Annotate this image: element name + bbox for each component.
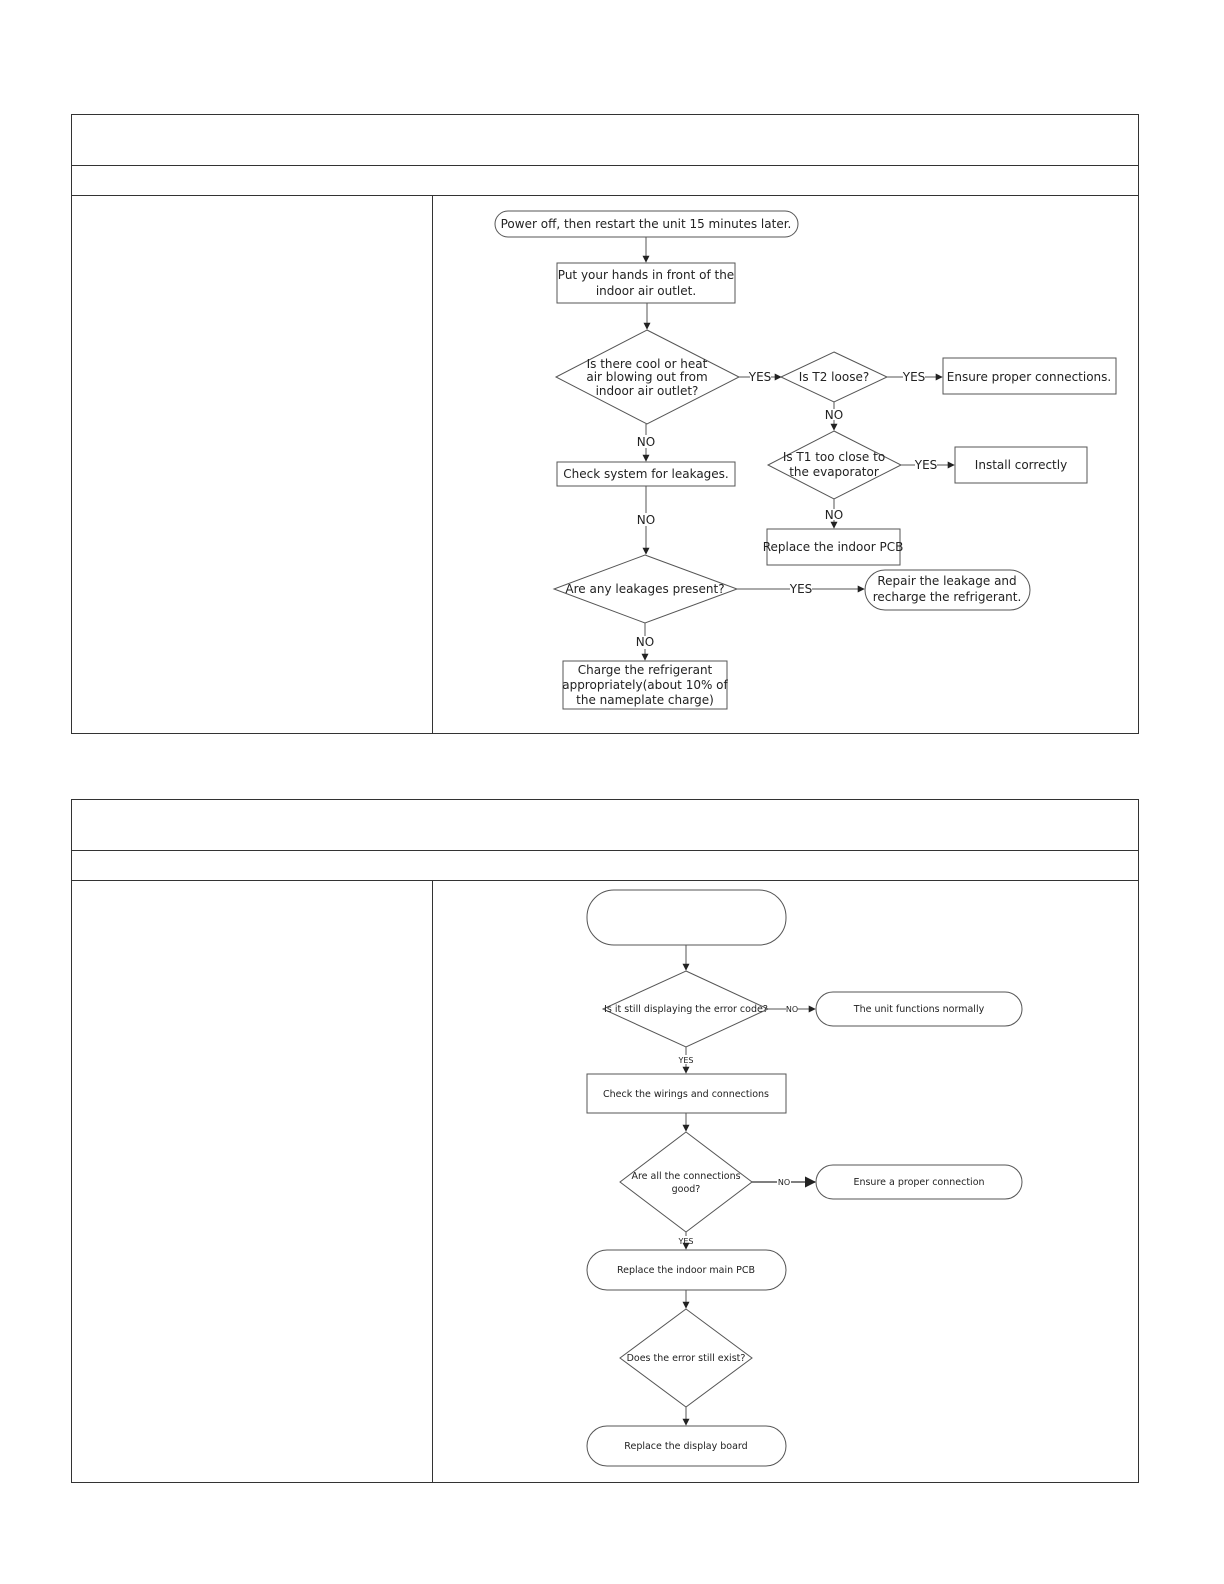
flow1-check-leak-text: Check system for leakages. [563, 467, 728, 481]
flow2-replace-display-text: Replace the display board [624, 1441, 747, 1452]
flow2-start-terminal [586, 889, 787, 946]
panel-2-left-column [72, 880, 433, 1482]
flow1-charge-box [562, 660, 728, 710]
panel-2-title-row [72, 800, 1138, 851]
flow2-check-wiring-text: Check the wirings and connections [603, 1089, 769, 1100]
flow1-hands-text-1: Put your hands in front of the [558, 268, 734, 282]
flow1-ensure-text: Ensure proper connections. [947, 370, 1111, 384]
flow1-install-text: Install correctly [975, 458, 1067, 472]
flow2-exist-text: Does the error still exist? [627, 1353, 746, 1364]
flow2-conn-decision [619, 1131, 753, 1233]
flow1-repair-text-1: Repair the leakage and [877, 574, 1016, 588]
flow1-yes-label-2: YES [902, 370, 926, 384]
flow1-charge-text-3: the nameplate charge) [576, 693, 714, 707]
flow2-normal-terminal [815, 991, 1023, 1027]
flow2-labels: Is it still displaying the error code? N… [603, 1004, 985, 1452]
flow1-replace-pcb-text: Replace the indoor PCB [763, 540, 904, 554]
flow1-air-text-1: Is there cool or heat [587, 357, 708, 371]
panel-2-subtitle-row [72, 850, 1138, 881]
flow1-t1-text-2: the evaporator [789, 465, 879, 479]
flow1-charge-text-2: appropriately(about 10% of [562, 678, 728, 692]
flow1-hands-text-2: indoor air outlet. [596, 284, 696, 298]
flow1-ensure-box [942, 357, 1117, 395]
flow2-yes-label-1: YES [677, 1056, 693, 1065]
flow1-air-text-3: indoor air outlet? [596, 384, 699, 398]
flow2-display-text: Is it still displaying the error code? [604, 1004, 768, 1015]
flow1-t2-text: Is T2 loose? [799, 370, 869, 384]
flow1-hands-box [556, 262, 736, 304]
flow1-leak-text: Are any leakages present? [565, 582, 724, 596]
flow1-repair-terminal [864, 569, 1031, 611]
panel-1 [71, 114, 1139, 734]
flow1-install-box [954, 446, 1088, 484]
flow1-yes-label-1: YES [748, 370, 772, 384]
flow1-yes-label-4: YES [789, 582, 813, 596]
panel-1-subtitle-row [72, 165, 1138, 196]
flow2-yes-label-2: YES [677, 1237, 693, 1246]
panel-1-left-column [72, 195, 433, 733]
flow1-no-label-4: NO [637, 513, 655, 527]
flow2-replace-main-text: Replace the indoor main PCB [617, 1265, 755, 1276]
flow2-no-label-2: NO [778, 1178, 790, 1187]
panel-2 [71, 799, 1139, 1483]
flow1-no-label-5: NO [636, 635, 654, 649]
flow2-normal-text: The unit functions normally [853, 1004, 985, 1015]
flow1-yes-label-3: YES [914, 458, 938, 472]
flow1-air-text-2: air blowing out from [586, 370, 707, 384]
flow1-air-decision [554, 329, 741, 425]
flow2-ensure-text: Ensure a proper connection [853, 1177, 984, 1188]
panel-1-title-row [72, 115, 1138, 166]
flow1-repair-text-2: recharge the refrigerant. [873, 590, 1022, 604]
flow1-labels: Power off, then restart the unit 15 minu… [501, 217, 1112, 707]
flow1-replace-pcb-box [766, 528, 901, 566]
flow2-conn-text-1: Are all the connections [631, 1171, 740, 1182]
flow1-no-label-1: NO [825, 408, 843, 422]
flow1-charge-text-1: Charge the refrigerant [578, 663, 713, 677]
flow1-no-label-2: NO [825, 508, 843, 522]
flow1-t1-text-1: Is T1 too close to [783, 450, 885, 464]
flow2-replace-display-terminal [586, 1425, 787, 1467]
flow1-start-text: Power off, then restart the unit 15 minu… [501, 217, 792, 231]
flow2-conn-text-2: good? [672, 1184, 701, 1195]
flow2-no-label-1: NO [786, 1005, 798, 1014]
flow1-shapes [494, 210, 1117, 710]
flow1-no-label-3: NO [637, 435, 655, 449]
flow2-shapes [586, 889, 1023, 1467]
